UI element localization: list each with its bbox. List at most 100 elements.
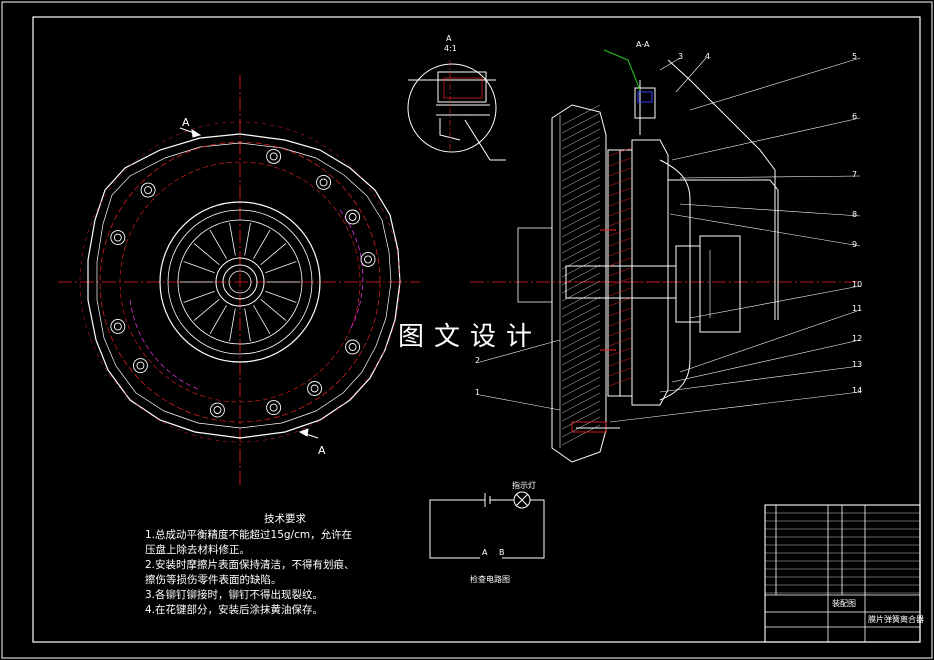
hatch-line bbox=[608, 317, 632, 327]
hatch-line bbox=[561, 336, 601, 358]
front-view bbox=[58, 75, 420, 488]
part-number: 14 bbox=[852, 386, 863, 395]
lamp-label: 指示灯 bbox=[512, 481, 536, 490]
hatch-line bbox=[561, 376, 601, 398]
hatch-line bbox=[561, 216, 601, 238]
detail-label: A bbox=[446, 34, 452, 43]
part-number: 8 bbox=[852, 210, 858, 219]
hatch-line bbox=[608, 347, 632, 357]
bolt-hole bbox=[360, 251, 376, 267]
hatch-line bbox=[608, 187, 632, 197]
hatch-line bbox=[561, 160, 601, 182]
spring-finger bbox=[209, 305, 227, 335]
hatch-line bbox=[608, 307, 632, 317]
hatch-line bbox=[561, 120, 601, 142]
spring-finger bbox=[265, 261, 297, 274]
bolt-hole bbox=[110, 230, 126, 245]
bolt-hole-inner bbox=[144, 186, 153, 195]
bolt-hole-inner bbox=[113, 233, 122, 242]
bolt-hole-inner bbox=[113, 322, 122, 331]
bolt-hole-inner bbox=[310, 384, 319, 393]
title-block-name: 膜片弹簧离合器 bbox=[868, 615, 924, 624]
part-number: 13 bbox=[852, 360, 863, 369]
bolt-hole bbox=[140, 182, 156, 198]
bolt-hole-inner bbox=[269, 403, 278, 412]
hatch-line bbox=[608, 357, 632, 367]
bolt-hole bbox=[316, 174, 332, 190]
hatch-line bbox=[561, 208, 601, 230]
hatch-line bbox=[608, 157, 632, 167]
hatch-line bbox=[561, 200, 601, 222]
bolt-hole bbox=[110, 319, 126, 334]
note-line: 4.在花键部分，安装后涂抹黄油保存。 bbox=[145, 604, 324, 616]
spring-finger bbox=[229, 308, 236, 342]
bolt-hole bbox=[266, 148, 282, 164]
hatch-line bbox=[561, 232, 601, 254]
detail-scale: 4:1 bbox=[444, 44, 457, 53]
spring-finger bbox=[193, 243, 220, 265]
hatch-line bbox=[561, 304, 601, 326]
hatch-line bbox=[561, 272, 601, 294]
spring-finger bbox=[260, 243, 287, 265]
hatch-line bbox=[561, 344, 601, 366]
note-line: 压盘上除去材料修正。 bbox=[145, 544, 250, 556]
part-number: 5 bbox=[852, 52, 858, 61]
hatch-line bbox=[561, 368, 601, 390]
hatch-line bbox=[608, 287, 632, 297]
hatch-line bbox=[561, 384, 601, 406]
hatch-line bbox=[608, 167, 632, 177]
hatch-line bbox=[561, 320, 601, 342]
part-number: 10 bbox=[852, 280, 863, 289]
bolt-hole-inner bbox=[348, 213, 357, 221]
circuit-caption: 检查电路图 bbox=[470, 575, 510, 584]
part-number: 11 bbox=[852, 304, 863, 313]
part-number: 2 bbox=[475, 356, 481, 365]
hatch-line bbox=[608, 217, 632, 227]
bolt-hole-inner bbox=[319, 178, 328, 187]
bolt-hole bbox=[209, 402, 225, 418]
hatch-line bbox=[561, 104, 601, 126]
part-number: 9 bbox=[852, 240, 858, 249]
bolt-hole-inner bbox=[269, 152, 278, 161]
title-block bbox=[764, 504, 921, 643]
notes-title: 技术要求 bbox=[264, 513, 306, 525]
hatch-line bbox=[561, 192, 601, 214]
inner-frame bbox=[32, 16, 921, 643]
spring-finger bbox=[193, 299, 220, 321]
bolt-hole-inner bbox=[348, 343, 357, 351]
hatch-line bbox=[608, 177, 632, 187]
hatch-line bbox=[561, 136, 601, 158]
hatch-line bbox=[561, 392, 601, 414]
section-label: A-A bbox=[636, 40, 650, 49]
part-number: 4 bbox=[705, 52, 711, 61]
hatch-line bbox=[561, 256, 601, 278]
hatch-line bbox=[561, 128, 601, 150]
hatch-line bbox=[608, 257, 632, 267]
watermark: 图文设计 bbox=[398, 322, 543, 352]
hatch-line bbox=[608, 337, 632, 347]
hatch-line bbox=[561, 144, 601, 166]
hatch-line bbox=[608, 267, 632, 277]
hatch-line bbox=[561, 312, 601, 334]
bolt-hole bbox=[345, 339, 361, 355]
hatch-line bbox=[608, 277, 632, 287]
part-number: 1 bbox=[475, 388, 481, 397]
terminal-a: A bbox=[482, 548, 488, 557]
hatch-line bbox=[561, 168, 601, 190]
hatch-line bbox=[561, 288, 601, 310]
hatch-line bbox=[608, 377, 632, 387]
spring-finger bbox=[183, 261, 215, 274]
hatch-line bbox=[561, 264, 601, 286]
hatch-line bbox=[608, 247, 632, 257]
hatch-line bbox=[561, 328, 601, 350]
spring-finger bbox=[244, 222, 251, 256]
hatch-line bbox=[561, 296, 601, 318]
note-line: 擦伤等损伤零件表面的缺陷。 bbox=[145, 574, 282, 586]
hatch-line bbox=[608, 237, 632, 247]
hatch-line bbox=[561, 408, 601, 430]
hatch-line bbox=[608, 227, 632, 237]
hatch-line bbox=[608, 197, 632, 207]
title-block-material: 装配图 bbox=[832, 599, 856, 608]
hatch-line bbox=[561, 176, 601, 198]
